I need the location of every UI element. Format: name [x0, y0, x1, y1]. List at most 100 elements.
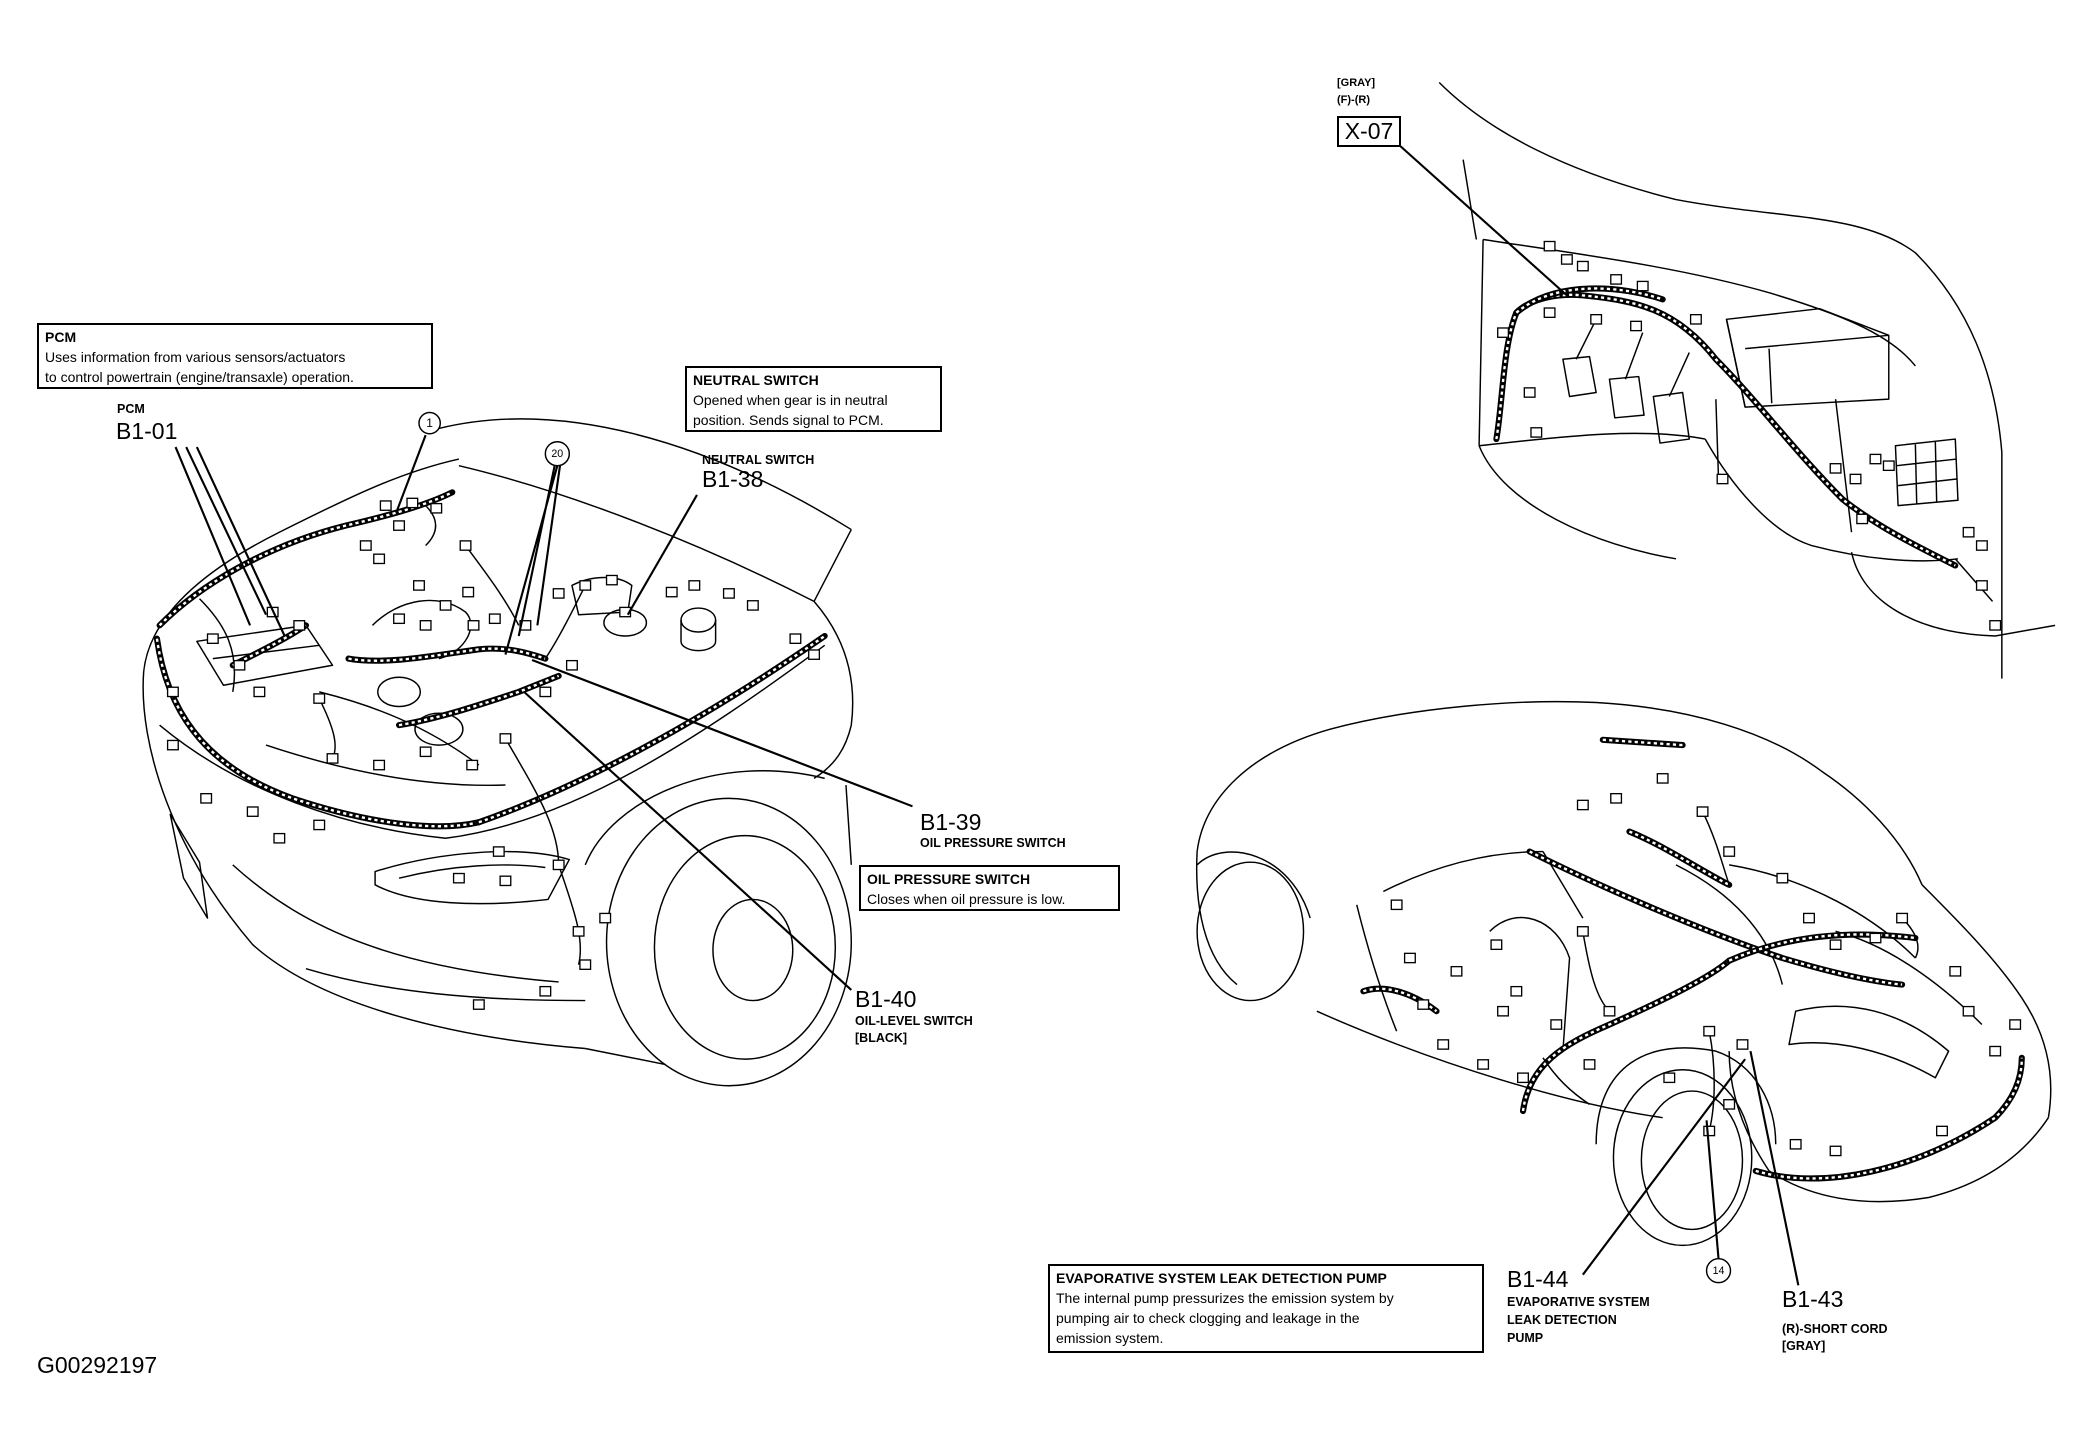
b1-01-caption: PCM [117, 402, 145, 416]
connector-block [552, 859, 565, 871]
connector-block [253, 686, 266, 698]
windshield-edge [438, 418, 852, 531]
b1-43-caption: (R)-SHORT CORD [1782, 1322, 1888, 1336]
connector-block [1936, 1125, 1948, 1137]
engine-harness [395, 672, 562, 729]
harness-branch [318, 505, 586, 965]
rear-harness [1519, 957, 1733, 1115]
connector-block [1497, 1005, 1510, 1017]
a-pillar [813, 529, 852, 602]
connector-block [459, 540, 472, 551]
engine-cover [319, 691, 480, 766]
rear-deck [1729, 864, 1916, 959]
b1-44-code: B1-44 [1507, 1266, 1569, 1292]
connector-block [393, 613, 406, 625]
number-20-leader-line [504, 465, 562, 655]
front-vehicle [142, 418, 854, 1087]
connector-block [1776, 872, 1789, 884]
harness-texture [478, 635, 826, 824]
trunk-outline [1921, 884, 2052, 1118]
connector-block [579, 959, 592, 970]
strut-brace [199, 598, 236, 693]
connector-block [499, 733, 512, 744]
battery [196, 624, 334, 686]
door-line [1356, 904, 1398, 1032]
connector-block [1576, 260, 1589, 272]
connector-block [452, 872, 465, 884]
b1-01-code: B1-01 [116, 418, 178, 444]
connector-block [1723, 846, 1736, 857]
connector-block [1576, 799, 1589, 811]
evap-pump-description-box: EVAPORATIVE SYSTEM LEAK DETECTION PUMP T… [1048, 1264, 1484, 1353]
connector-block [1523, 387, 1536, 398]
connector-block [572, 926, 585, 937]
b1-40-code: B1-40 [855, 986, 917, 1012]
hood-left-edge [142, 458, 460, 673]
connector-block [665, 586, 678, 598]
connector-block [789, 633, 802, 644]
engine-harness [475, 632, 828, 826]
radiator-support [265, 744, 506, 787]
connector-block [419, 746, 432, 758]
body-lower-edge [585, 1047, 666, 1066]
b1-44-caption: LEAK DETECTION [1507, 1313, 1617, 1327]
connector-block [1403, 952, 1416, 964]
neutral-switch-box-title: NEUTRAL SWITCH [693, 372, 819, 388]
connector-block [1437, 1039, 1450, 1050]
harness-texture [1521, 959, 1730, 1112]
clutch-pedal [1562, 355, 1597, 398]
x07-leader-line [1399, 145, 1568, 297]
leader-lines [174, 145, 1800, 1286]
connector-block [472, 999, 485, 1010]
oil-filler-neck [680, 620, 717, 652]
connector-block [1802, 912, 1815, 924]
connector-block [1869, 453, 1882, 465]
headlight [374, 850, 571, 905]
connector-block [379, 500, 392, 511]
oil-filler-cap [680, 607, 717, 633]
connector-block [1703, 1025, 1716, 1037]
front-end [1195, 851, 1238, 986]
connector-block [1789, 1138, 1802, 1150]
oil-level-switch-leader-line [523, 691, 852, 991]
connector-block [166, 739, 179, 751]
number-circle [1705, 1257, 1732, 1284]
connector-block [1510, 985, 1523, 997]
connector-block [722, 588, 735, 599]
harness-texture [1529, 850, 1903, 986]
b1-40-caption: OIL-LEVEL SWITCH [855, 1014, 973, 1028]
brake-pedal [1608, 375, 1645, 419]
front-tire [605, 797, 853, 1087]
number-circle [544, 441, 571, 467]
windshield-pillar [1438, 81, 2003, 679]
connector-block [233, 659, 246, 671]
connector-block [746, 600, 759, 611]
connector-block [1603, 1005, 1616, 1017]
b1-38-caption: NEUTRAL SWITCH [702, 453, 815, 467]
connector-block [246, 806, 259, 817]
connector-block [1736, 1039, 1749, 1050]
neutral-switch-box-line: position. Sends signal to PCM. [693, 412, 884, 428]
oil-pressure-switch-leader-line [531, 658, 913, 808]
number-circle [418, 411, 442, 435]
rear-panel [1728, 1051, 1770, 1172]
b1-39-code: B1-39 [920, 809, 982, 835]
cowl-line [458, 464, 815, 603]
fender-line [813, 600, 854, 779]
connector-block [1696, 806, 1709, 817]
connector-block [1975, 540, 1988, 551]
connector-block [1703, 1125, 1716, 1137]
connector-block [1560, 254, 1573, 265]
harness-branch [1542, 811, 1919, 1132]
connector-block [1610, 793, 1623, 804]
connector-block [1543, 307, 1556, 319]
rear-wheel-arch [1595, 1047, 1777, 1145]
connector-block [1630, 320, 1643, 332]
rear-vehicle [1195, 700, 2052, 1247]
harness-texture [1515, 287, 1664, 314]
evap-pump-box-title: EVAPORATIVE SYSTEM LEAK DETECTION PUMP [1056, 1270, 1387, 1286]
connector-block [1829, 939, 1842, 951]
evap-pump-box-line: emission system. [1056, 1330, 1164, 1346]
accelerator-pedal [1652, 391, 1690, 444]
rear-seat [1489, 916, 1571, 1052]
